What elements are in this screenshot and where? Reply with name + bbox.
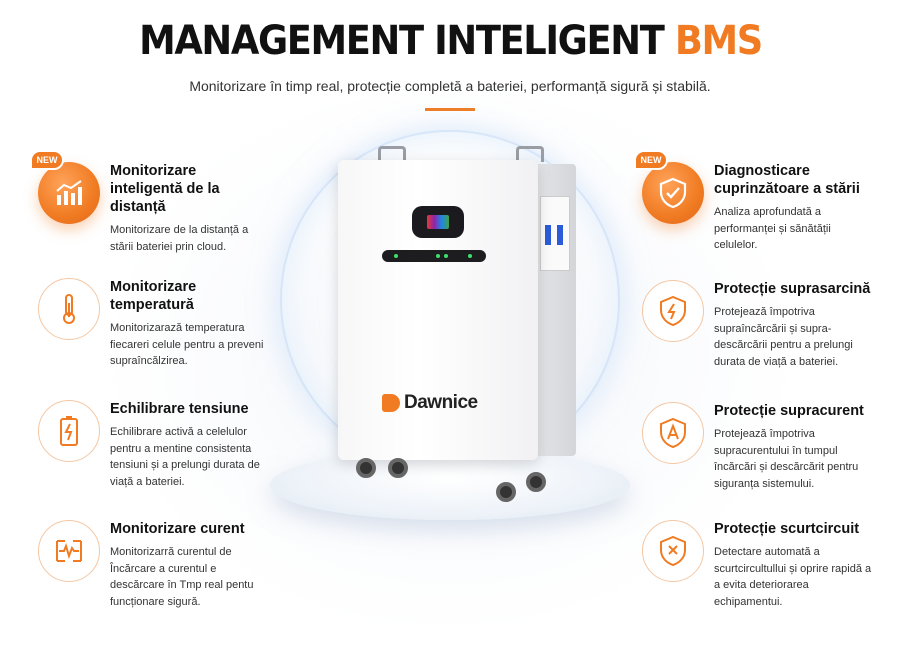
feature-desc: Protejează împotriva supraîncărcării și … [714,306,853,368]
battery-charge-icon [38,400,100,462]
feature-desc: Detectare automată a scurtcircultullui ș… [714,546,872,608]
feature-desc: Monitorizare de la distanță a stării bat… [110,224,249,253]
feature-current-monitoring: Monitorizare curent Monitorizarră curent… [38,520,268,610]
feature-title: Monitorizare curent [110,521,245,537]
brand-name: Dawnice [404,392,478,413]
title-accent: BMS [674,18,762,64]
feature-title: Monitorizare inteligentă de la distanță [110,163,220,215]
feature-voltage-balance: Echilibrare tensiune Echilibrare activă … [38,400,268,490]
display-platform [270,450,630,520]
feature-overload-protection: Protecție suprasarcină Protejează împotr… [642,280,872,370]
lcd-screen [412,206,464,238]
header: MANAGEMENT INTELIGENT BMS Monitorizare î… [0,18,900,111]
new-badge: NEW [30,150,64,170]
feature-overcurrent-protection: Protecție supracurent Protejează împotri… [642,402,872,492]
page-title: MANAGEMENT INTELIGENT BMS [138,18,763,64]
feature-title: Protecție supracurent [714,403,864,419]
led-indicator-bar [382,250,486,262]
new-badge: NEW [634,150,668,170]
battery-product-image: Dawnice [260,120,640,530]
title-divider [425,108,475,111]
feature-temperature: Monitorizare temperatură Monitorizarază … [38,278,268,370]
shield-x-icon [642,520,704,582]
circuit-breaker [540,196,570,271]
brand-logo: Dawnice [382,392,478,414]
right-handle [516,146,544,162]
feature-title: Protecție suprasarcină [714,281,871,297]
shield-check-icon [642,162,704,224]
shield-a-icon [642,402,704,464]
current-wave-icon [38,520,100,582]
feature-desc: Monitorizarază temperatura fiecareri cel… [110,322,264,367]
feature-short-circuit-protection: Protecție scurtcircuit Detectare automat… [642,520,872,610]
feature-desc: Protejează împotriva supracurentului în … [714,428,859,490]
caster-wheel [388,458,408,478]
brand-logo-mark [382,394,400,412]
caster-wheel [356,458,376,478]
chart-growth-icon [38,162,100,224]
caster-wheel [496,482,516,502]
shield-bolt-icon [642,280,704,342]
feature-desc: Analiza aprofundată a performanței și să… [714,206,831,251]
feature-title: Protecție scurtcircuit [714,521,860,537]
feature-diagnostics: NEW Diagnosticare cuprinzătoare a stării… [634,150,872,254]
caster-wheel [526,472,546,492]
feature-desc: Echilibrare activă a celelulor pentru a … [110,426,260,488]
subtitle: Monitorizare în timp real, protecție com… [189,78,711,94]
feature-title: Diagnosticare cuprinzătoare a stării [714,163,860,197]
feature-remote-monitoring: NEW Monitorizare inteligentă de la dista… [30,150,268,255]
feature-title: Echilibrare tensiune [110,401,249,417]
thermometer-icon [38,278,100,340]
battery-cabinet [338,160,538,460]
feature-title: Monitorizare temperatură [110,279,197,313]
title-main: MANAGEMENT INTELIGENT [138,18,665,64]
left-handle [378,146,406,162]
feature-desc: Monitorizarră curentul de Încărcare a cu… [110,546,254,608]
